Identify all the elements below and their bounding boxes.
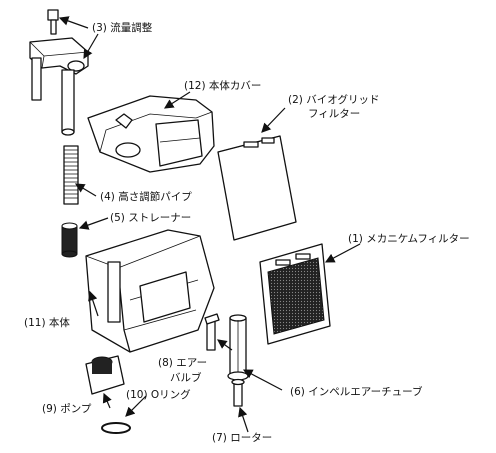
height-adjust-pipe: [63, 145, 79, 205]
bio-grid-filter: [217, 135, 297, 241]
main-body: [85, 229, 215, 353]
label-pump: (9) ポンプ: [42, 403, 92, 415]
mechanical-chem-filter: [259, 243, 331, 345]
label-mech-filter: (1) メカニケムフィルター: [348, 233, 470, 245]
label-air-valve-1: (8) エアー: [158, 357, 207, 369]
label-bio-grid-2: フィルター: [308, 108, 360, 120]
label-air-valve-2: バルブ: [170, 371, 202, 384]
air-valve: [204, 313, 220, 351]
intake-pipe: [31, 57, 75, 136]
o-ring: [101, 422, 131, 434]
label-body-cover: (12) 本体カバー: [184, 79, 261, 92]
label-main-body: (11) 本体: [24, 316, 70, 329]
flow-adjust-part: [29, 9, 89, 75]
body-cover: [87, 95, 215, 173]
label-height-pipe: (4) 高さ調節パイプ: [100, 190, 192, 203]
label-strainer: (5) ストレーナー: [110, 212, 191, 224]
pump: [85, 355, 125, 395]
leader-arrows: [58, 16, 361, 433]
label-bio-grid-1: (2) バイオグリッド: [288, 93, 380, 106]
strainer: [61, 222, 78, 258]
label-rotor: (7) ローター: [212, 432, 272, 444]
label-impeller-tube: (6) インペルエアーチューブ: [290, 385, 423, 398]
rotor: [231, 378, 245, 407]
label-o-ring: (10) Oリング: [126, 388, 191, 401]
label-flow-adjust: (3) 流量調整: [92, 21, 153, 34]
